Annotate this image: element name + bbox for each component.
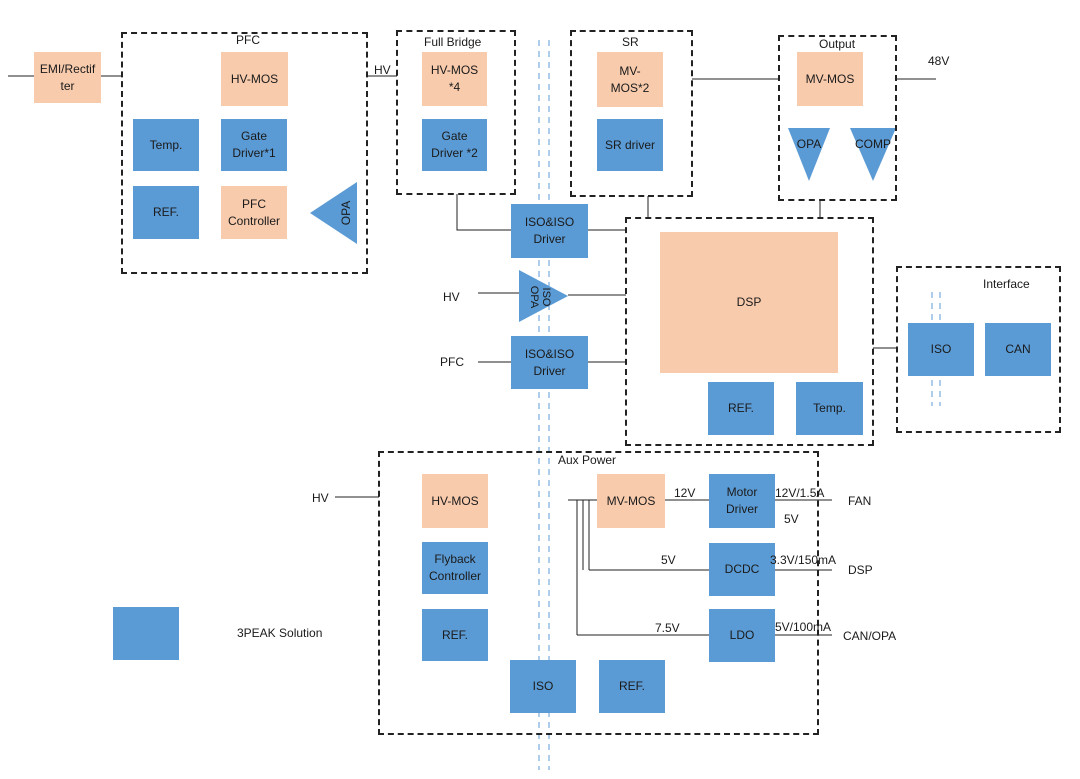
full-bridge-group: [396, 30, 516, 195]
interface-iso-block: ISO: [908, 323, 974, 376]
iso-driver-pfc-input-label: PFC: [440, 355, 464, 369]
aux-mv-mos-block: MV-MOS: [597, 474, 665, 528]
output-mv-mos-block: MV-MOS: [797, 52, 863, 106]
fan-rating-label: 12V/1.5A: [775, 486, 825, 500]
dsp-block: DSP: [660, 232, 838, 373]
aux-motor-driver-block: Motor Driver: [709, 474, 775, 528]
full-bridge-title: Full Bridge: [424, 35, 482, 49]
output-title: Output: [819, 37, 856, 51]
output-comp-triangle: [850, 128, 896, 181]
aux-hv-input-label: HV: [312, 491, 329, 505]
fan-aux-voltage-label: 5V: [784, 512, 799, 526]
pfc-title: PFC: [236, 33, 260, 47]
aux-5v-label: 5V: [661, 553, 676, 567]
output-comp-label: COMP: [855, 137, 891, 151]
output-group: [778, 35, 897, 201]
pfc-temp-block: Temp.: [133, 119, 199, 171]
aux-ref-left-block: REF.: [422, 609, 488, 661]
dsp-temp-block: Temp.: [796, 382, 863, 435]
output-opa-label: OPA: [796, 137, 822, 151]
aux-power-title: Aux Power: [556, 453, 619, 467]
pfc-opa-label: OPA: [339, 200, 353, 226]
aux-ref-bottom-block: REF.: [599, 660, 665, 713]
aux-flyback-controller-block: Flyback Controller: [422, 542, 488, 594]
hv-bus-label: HV: [374, 63, 391, 77]
iso-opa-label: ISO OPA: [528, 285, 552, 309]
aux-hv-mos-block: HV-MOS: [422, 474, 488, 528]
iso-driver-top-block: ISO&ISO Driver: [511, 204, 588, 258]
pfc-ref-block: REF.: [133, 186, 199, 239]
can-rating-label: 5V/100mA: [775, 620, 832, 634]
aux-iso-block: ISO: [510, 660, 576, 713]
sr-mv-mos-block: MV- MOS*2: [597, 52, 663, 107]
iso-driver-bottom-block: ISO&ISO Driver: [511, 336, 588, 389]
pfc-group: [121, 32, 368, 274]
fan-output-label: FAN: [848, 494, 872, 508]
sr-driver-block: SR driver: [597, 119, 663, 171]
aux-12v-label: 12V: [674, 486, 696, 500]
aux-power-group: [378, 451, 819, 735]
pfc-controller-block: PFC Controller: [221, 186, 287, 239]
dsp-rating-label: 3.3V/150mA: [770, 553, 837, 567]
output-voltage-label: 48V: [928, 54, 950, 68]
aux-7-5v-label: 7.5V: [655, 621, 680, 635]
full-bridge-hv-mos-block: HV-MOS *4: [422, 52, 487, 106]
aux-dcdc-block: DCDC: [709, 543, 775, 596]
dsp-group: [625, 217, 874, 446]
pfc-opa-triangle: [310, 182, 357, 244]
dsp-ref-block: REF.: [708, 382, 774, 435]
legend-swatch: [113, 607, 179, 660]
pfc-hv-mos-block: HV-MOS: [221, 52, 288, 106]
can-opa-output-label: CAN/OPA: [843, 629, 897, 643]
interface-can-block: CAN: [985, 323, 1051, 376]
pfc-gate-driver-block: Gate Driver*1: [221, 119, 287, 171]
sr-title: SR: [622, 35, 639, 49]
iso-opa-hv-input-label: HV: [443, 290, 460, 304]
sr-group: [570, 30, 693, 197]
interface-title: Interface: [983, 277, 1030, 291]
emi-rectifier-block: EMI/Rectif ter: [34, 52, 101, 103]
legend-label: 3PEAK Solution: [237, 626, 323, 640]
aux-ldo-block: LDO: [709, 609, 775, 662]
interface-group: [896, 266, 1061, 433]
full-bridge-gate-driver-block: Gate Driver *2: [422, 119, 487, 171]
dsp-output-label: DSP: [848, 563, 873, 577]
iso-opa-triangle: [519, 270, 568, 322]
output-opa-triangle: [788, 128, 830, 181]
